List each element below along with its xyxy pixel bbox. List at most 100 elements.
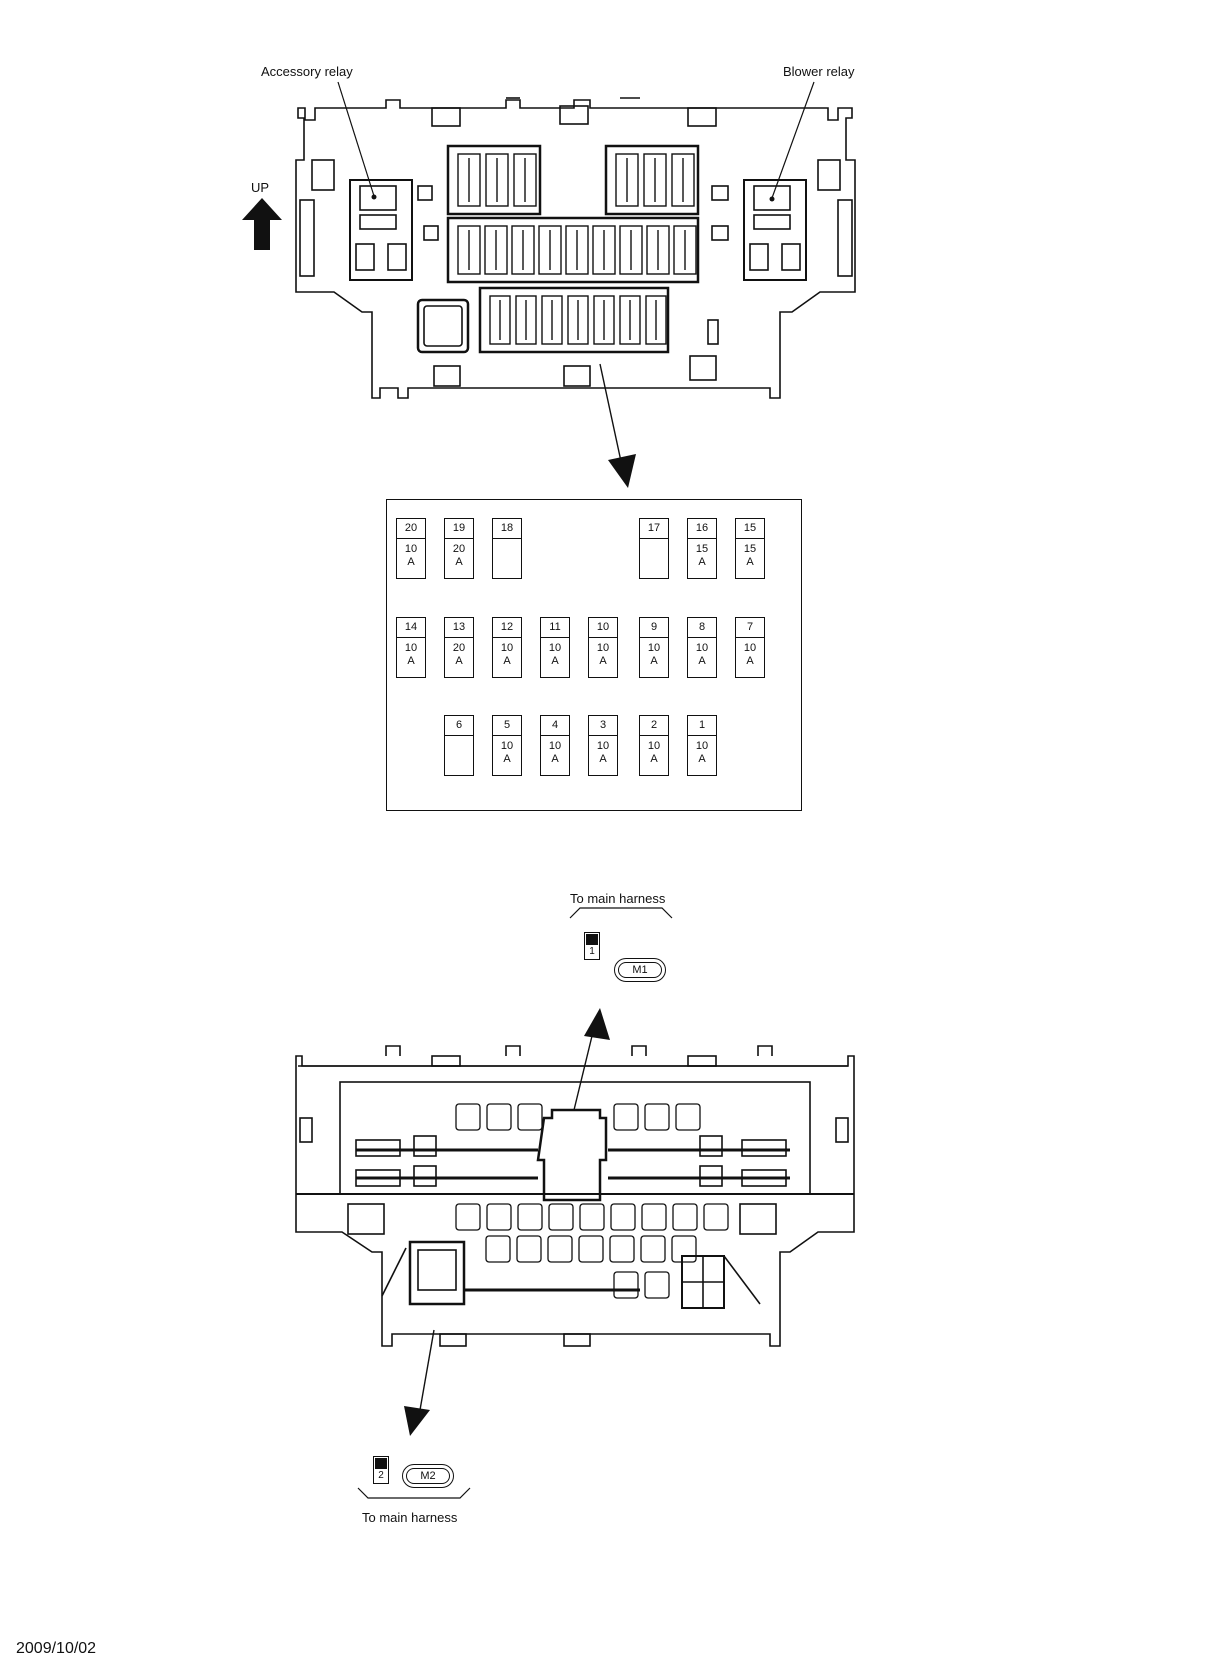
to-main-harness-top-label: To main harness bbox=[570, 891, 666, 906]
fuse-slot bbox=[645, 295, 667, 345]
fuse-slot bbox=[485, 153, 509, 207]
fuse-number: 2 bbox=[640, 716, 668, 736]
fuse-slot bbox=[592, 225, 616, 275]
rear-socket bbox=[671, 1235, 697, 1263]
rear-socket bbox=[517, 1203, 543, 1231]
accessory-relay-label: Accessory relay bbox=[261, 64, 353, 79]
fuse-slot bbox=[511, 225, 535, 275]
document-date: 2009/10/02 bbox=[16, 1640, 97, 1657]
fuse-number: 10 bbox=[589, 618, 617, 638]
rear-socket bbox=[455, 1203, 481, 1231]
m2-pin-box: 2 bbox=[373, 1456, 389, 1484]
fuse-cluster-top-left bbox=[446, 144, 542, 216]
fuse-number: 9 bbox=[640, 618, 668, 638]
arrow-to-m1-icon bbox=[584, 1008, 610, 1040]
fuse-slot bbox=[513, 153, 537, 207]
top-tab-1 bbox=[431, 107, 461, 127]
fuse-number: 18 bbox=[493, 519, 521, 539]
fuse-rating bbox=[640, 539, 668, 543]
fuse-number: 14 bbox=[397, 618, 425, 638]
rear-socket bbox=[613, 1271, 639, 1299]
m1-connector-name: M1 bbox=[618, 962, 662, 978]
fuse-slot bbox=[673, 225, 697, 275]
top-tab-3 bbox=[687, 107, 717, 127]
rear-socket bbox=[640, 1235, 666, 1263]
fuse-slot bbox=[565, 225, 589, 275]
fuse-number: 1 bbox=[688, 716, 716, 736]
fuse-6: 6 bbox=[444, 715, 474, 776]
fuse-rating bbox=[493, 539, 521, 543]
rear-socket bbox=[613, 1103, 639, 1131]
fuse-slot bbox=[643, 153, 667, 207]
rear-socket bbox=[485, 1235, 511, 1263]
rear-socket bbox=[610, 1203, 636, 1231]
fuse-number: 17 bbox=[640, 519, 668, 539]
up-label: UP bbox=[251, 180, 270, 195]
to-main-harness-bottom-label: To main harness bbox=[362, 1510, 458, 1525]
right-clip-1 bbox=[817, 159, 841, 191]
m1-pin-number: 1 bbox=[589, 946, 595, 957]
arrow-to-m2-icon bbox=[404, 1406, 430, 1436]
fuse-slot bbox=[515, 295, 537, 345]
fuse-slot bbox=[593, 295, 615, 345]
fuse-slot bbox=[567, 295, 589, 345]
fuse-slot bbox=[619, 225, 643, 275]
fuse-slot bbox=[457, 225, 481, 275]
fuse-number: 20 bbox=[397, 519, 425, 539]
rear-socket bbox=[675, 1103, 701, 1131]
rear-socket bbox=[609, 1235, 635, 1263]
rear-socket bbox=[672, 1203, 698, 1231]
rear-socket bbox=[579, 1203, 605, 1231]
fuse-number: 19 bbox=[445, 519, 473, 539]
left-clip-2 bbox=[299, 199, 315, 277]
fuse-rating bbox=[445, 736, 473, 740]
fuse-slot bbox=[615, 153, 639, 207]
fuse-number: 5 bbox=[493, 716, 521, 736]
right-clip-2 bbox=[837, 199, 853, 277]
rear-socket bbox=[486, 1103, 512, 1131]
rear-socket bbox=[644, 1271, 670, 1299]
fuse-number: 11 bbox=[541, 618, 569, 638]
spare-fuse-block bbox=[416, 298, 470, 354]
top-tab-2 bbox=[559, 105, 589, 125]
fuse-number: 4 bbox=[541, 716, 569, 736]
m1-pin-box: 1 bbox=[584, 932, 600, 960]
fuse-number: 8 bbox=[688, 618, 716, 638]
fuse-slot bbox=[457, 153, 481, 207]
fuse-slot bbox=[646, 225, 670, 275]
fuse-number: 3 bbox=[589, 716, 617, 736]
m1-connector-housing bbox=[536, 1108, 608, 1202]
pointer-arrow-icon bbox=[608, 454, 636, 488]
m2-pin-number: 2 bbox=[378, 1470, 384, 1481]
accessory-relay bbox=[349, 179, 413, 281]
rear-socket bbox=[578, 1235, 604, 1263]
